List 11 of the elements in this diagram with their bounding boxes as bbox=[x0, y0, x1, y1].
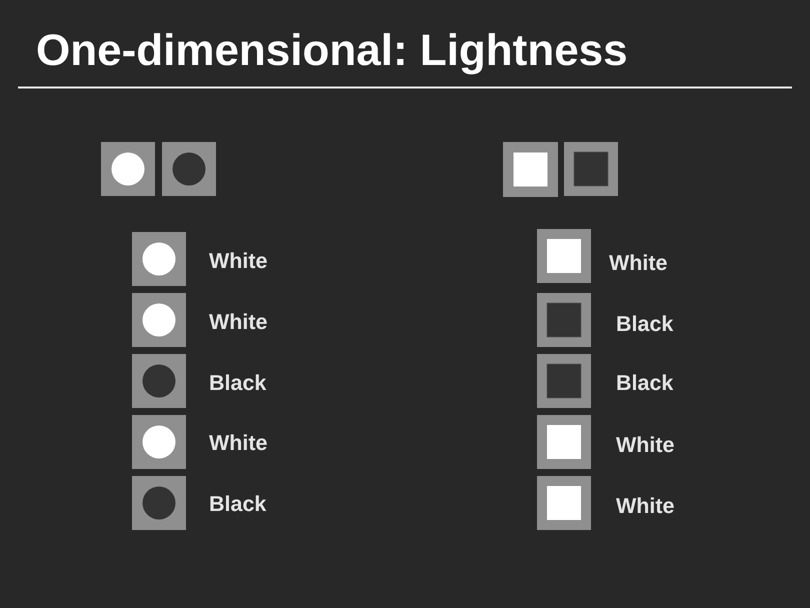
tone-label: White bbox=[209, 310, 268, 334]
tone-label: Black bbox=[616, 312, 674, 336]
tone-label: White bbox=[209, 248, 268, 274]
tone-label: White bbox=[209, 430, 268, 456]
tone-label: Black bbox=[209, 492, 266, 516]
slide-title: One-dimensional: Lightness bbox=[36, 26, 628, 77]
tone-label: Black bbox=[209, 370, 266, 396]
tone-label: White bbox=[609, 250, 668, 276]
tone-label: Black bbox=[616, 370, 674, 396]
tone-label: White bbox=[616, 494, 675, 518]
tone-label: White bbox=[616, 432, 675, 458]
